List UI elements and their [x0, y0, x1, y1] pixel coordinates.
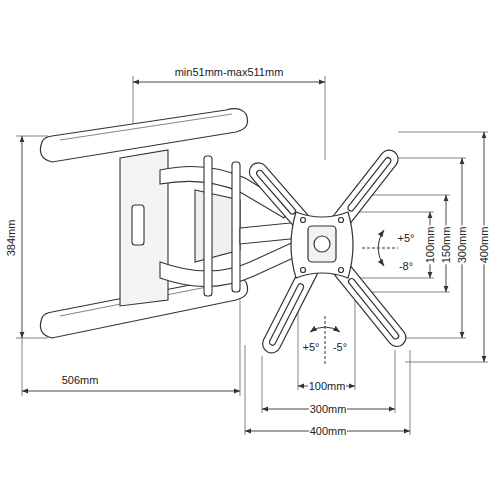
dimension-label: -8° [398, 260, 414, 272]
dimension-label: 506mm [61, 374, 100, 386]
extension-line [245, 345, 246, 435]
screw-hole [301, 218, 306, 223]
dimension-label: 100mm [308, 380, 347, 392]
screw-hole [339, 218, 344, 223]
dimension-label: 400mm [478, 226, 490, 265]
vesa-plate [246, 146, 410, 356]
extension-line [395, 158, 466, 159]
arm-mechanism [120, 150, 302, 306]
dimension-line [133, 82, 325, 83]
extension-line [240, 300, 241, 396]
arm-slot [255, 169, 296, 215]
extension-line [410, 350, 411, 435]
arm-slot [268, 283, 304, 346]
dimension-lines [22, 82, 484, 431]
axis-line [325, 316, 326, 364]
swivel-symbol [310, 316, 340, 364]
extension-line [262, 356, 263, 413]
center-hole [314, 236, 330, 252]
extension-line [405, 362, 488, 363]
dimension-label: 300mm [309, 403, 348, 415]
pivot-pin [232, 162, 240, 292]
dimension-label: 300mm [456, 226, 468, 265]
screw-hole [301, 268, 306, 273]
axis-line [362, 248, 398, 249]
rail-edge [60, 114, 232, 140]
screw-hole [339, 268, 344, 273]
dimension-label: min51mm-max511mm [174, 66, 285, 78]
plate-slot [132, 205, 144, 245]
tilt-symbol [362, 230, 398, 266]
dimension-label: +5° [397, 232, 416, 244]
dimension-line [22, 391, 240, 392]
arm-slot [347, 156, 392, 212]
dimension-label: 384mm [5, 219, 17, 258]
extension-line [370, 292, 450, 293]
pivot-pin [204, 156, 212, 296]
extension-line [395, 350, 396, 413]
dimension-label: 150mm [440, 226, 452, 265]
extension-line [398, 132, 488, 133]
extension-lines [16, 76, 488, 435]
swivel-arrow [310, 327, 340, 332]
arm-slot [347, 277, 399, 340]
dimension-label: +5° [302, 341, 321, 353]
extension-line [16, 338, 48, 339]
center-recess [308, 226, 336, 262]
dimension-label: 400mm [309, 425, 348, 437]
dimension-label: 100mm [424, 226, 436, 265]
extension-line [16, 136, 48, 137]
tilt-arrow [378, 230, 384, 266]
extension-line [22, 338, 23, 396]
dimension-label: -5° [332, 341, 348, 353]
extension-line [370, 195, 450, 196]
dimension-line [22, 136, 23, 338]
wall-rails [40, 109, 247, 338]
center-plate [291, 212, 353, 278]
extension-line [325, 76, 326, 160]
